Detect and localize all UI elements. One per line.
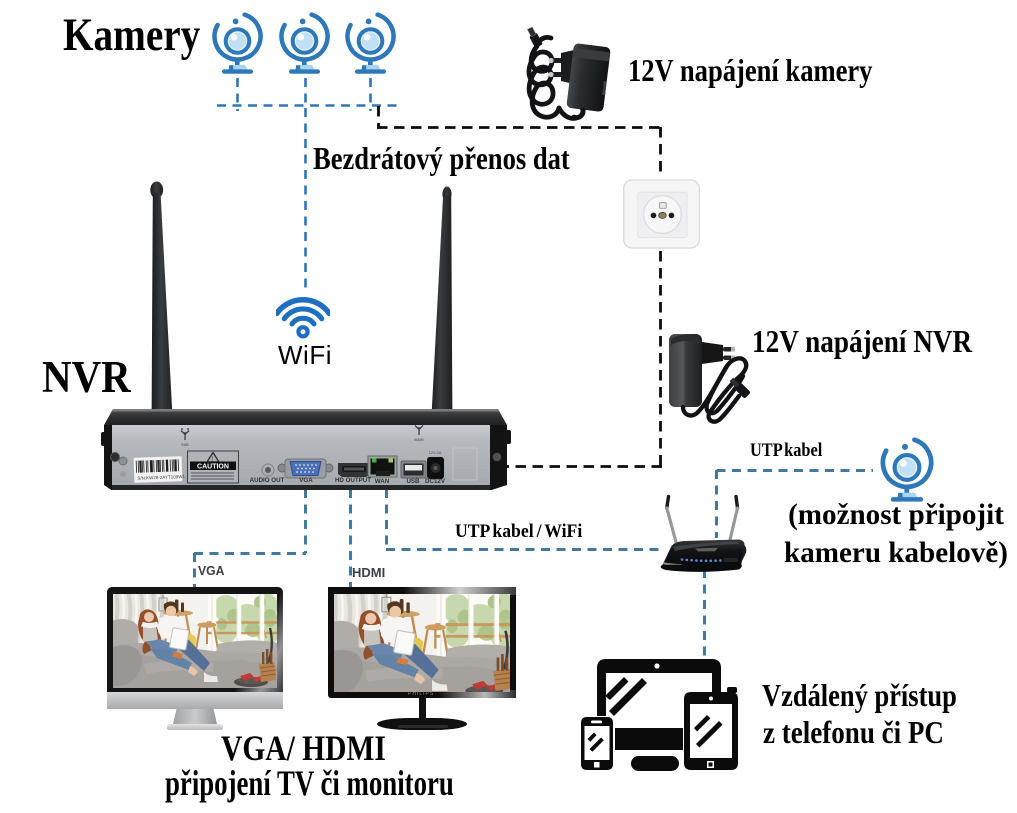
svg-text:DC12V: DC12V [425, 478, 446, 485]
svg-text:!: ! [212, 457, 214, 463]
svg-text:USB: USB [406, 478, 420, 485]
svg-text:AUDIO OUT: AUDIO OUT [250, 477, 285, 484]
svg-text:WAN: WAN [375, 478, 390, 485]
svg-text:MAIN: MAIN [415, 438, 424, 442]
svg-text:S/N:KW28-2AYT109W1: S/N:KW28-2AYT109W1 [137, 474, 185, 481]
svg-text:CAUTION: CAUTION [197, 464, 229, 471]
svg-text:SUB: SUB [181, 443, 189, 447]
svg-text:VGA: VGA [299, 477, 313, 484]
svg-text:12V-2A: 12V-2A [429, 451, 442, 455]
svg-text:HD OUTPUT: HD OUTPUT [335, 477, 371, 484]
